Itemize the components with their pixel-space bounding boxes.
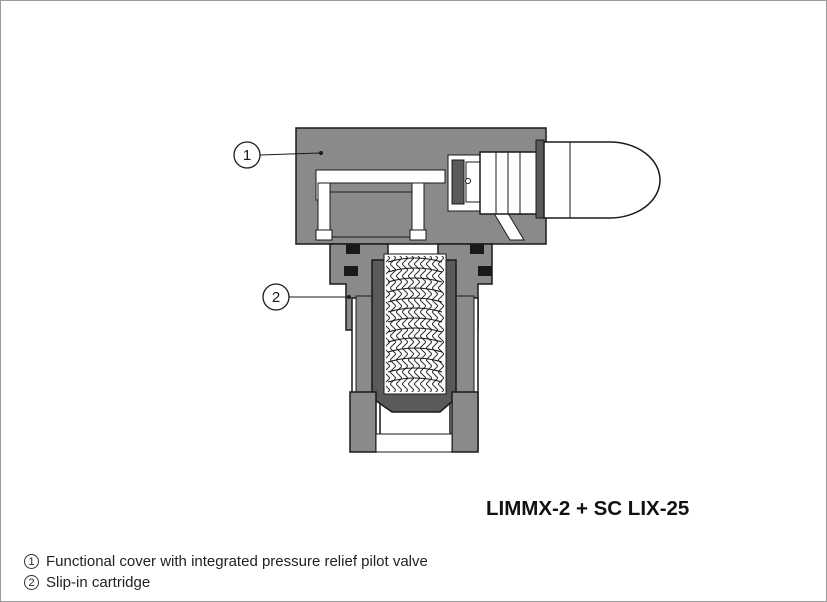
legend-item-1: 1 Functional cover with integrated press… [24, 551, 428, 572]
callout-2: 2 [262, 283, 351, 311]
slip-in-cartridge [329, 243, 493, 453]
legend-number-2: 2 [24, 575, 39, 590]
legend-number-1: 1 [24, 554, 39, 569]
callout-legend: 1 Functional cover with integrated press… [24, 551, 428, 593]
callout-1-number: 1 [243, 147, 251, 164]
legend-label-1: Functional cover with integrated pressur… [46, 553, 428, 570]
callout-1: 1 [233, 141, 323, 169]
legend-label-2: Slip-in cartridge [46, 574, 151, 591]
valve-cross-section-drawing: 1 2 [233, 127, 661, 453]
callout-2-number: 2 [272, 289, 280, 306]
model-title: LIMMX-2 + SC LIX-25 [486, 497, 690, 520]
pilot-valve-cap [479, 139, 661, 219]
legend-item-2: 2 Slip-in cartridge [24, 572, 428, 593]
